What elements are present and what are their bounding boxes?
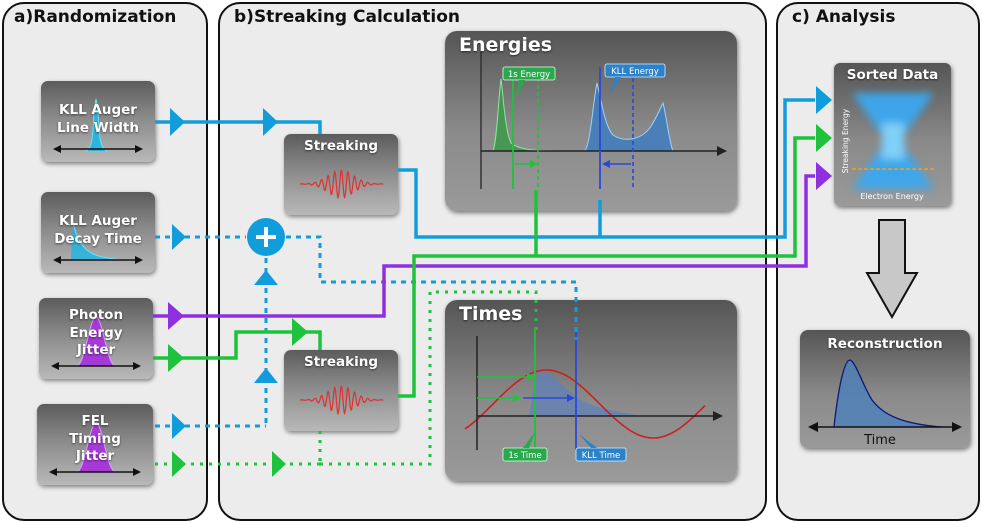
streaking-box-time: Streaking <box>284 350 398 431</box>
reconstruction-xlabel: Time <box>863 433 896 448</box>
input-label-line: Decay Time <box>54 230 142 247</box>
input-card-kll-decay-time: KLL Auger Decay Time <box>41 192 155 273</box>
times-plot: 1s Time KLL Time <box>464 330 723 462</box>
input-card-label: KLL Auger Line Width <box>41 102 155 137</box>
1s-energy-peak <box>485 79 565 151</box>
kll-time-callout-text: KLL Time <box>582 451 621 461</box>
sorted-data-xlabel: Electron Energy <box>860 192 924 201</box>
panel-randomization-title: a)Randomization <box>14 7 177 27</box>
input-card-kll-line-width: KLL Auger Line Width <box>41 81 155 162</box>
input-card-photon-energy-jitter: Photon Energy Jitter <box>39 298 153 379</box>
kll-time-envelope <box>529 370 645 416</box>
reconstruction-plot: Time <box>808 359 962 448</box>
gaussian-distribution-icon <box>51 315 141 370</box>
reconstruction-card: Reconstruction Time <box>800 330 970 448</box>
sorted-data-title: Sorted Data <box>846 67 939 83</box>
input-label-line: Jitter <box>76 342 116 358</box>
input-card-label: Photon Energy Jitter <box>39 307 153 360</box>
sorted-data-card: Sorted Data Streaking Energy Electron En… <box>834 63 951 206</box>
kll-energy-callout-text: KLL Energy <box>611 67 659 77</box>
streaking-box-energy: Streaking <box>284 134 398 215</box>
kll-energy-callout <box>604 63 666 78</box>
input-label-line: Line Width <box>57 119 139 136</box>
1s-energy-callout-text: 1s Energy <box>508 70 550 80</box>
input-card-label: FEL Timing Jitter <box>37 413 153 466</box>
gaussian-distribution-icon <box>49 421 141 476</box>
input-label-line: Timing <box>69 430 121 447</box>
sorted-data-heatmap: Streaking Energy Electron Energy <box>841 93 934 201</box>
input-card-label: KLL Auger Decay Time <box>41 213 155 248</box>
input-label-line: Jitter <box>75 448 115 464</box>
1s-time-callout-text: 1s Time <box>508 451 541 461</box>
reconstruction-title: Reconstruction <box>827 336 943 352</box>
input-label-line: KLL Auger <box>59 213 137 229</box>
input-label-line: FEL <box>81 413 109 429</box>
kll-energy-peak <box>580 83 673 151</box>
energies-card: Energies 1s Energy <box>445 31 737 211</box>
streaking-box-label: Streaking <box>304 138 378 154</box>
line-width-distribution-icon <box>53 98 143 153</box>
input-label-line: Energy <box>69 324 123 341</box>
reconstruction-curve <box>834 360 942 427</box>
energies-title: Energies <box>459 34 553 56</box>
down-arrow-icon <box>865 219 919 320</box>
kll-time-callout <box>575 447 627 462</box>
input-card-fel-timing-jitter: FEL Timing Jitter <box>37 404 153 485</box>
panel-streaking-calculation-title: b)Streaking Calculation <box>234 7 461 27</box>
input-label-line: KLL Auger <box>59 102 137 118</box>
energies-plot: 1s Energy KLL Energy <box>480 51 727 189</box>
decay-distribution-icon <box>53 221 143 264</box>
times-card: Times 1s Time KLL Time <box>445 300 737 481</box>
sorted-data-ylabel: Streaking Energy <box>841 108 850 173</box>
wave-packet-icon <box>300 169 384 200</box>
input-label-line: Photon <box>68 307 124 323</box>
panel-analysis-title: c) Analysis <box>792 7 896 27</box>
wave-packet-icon <box>300 385 384 416</box>
1s-energy-callout <box>502 66 556 81</box>
